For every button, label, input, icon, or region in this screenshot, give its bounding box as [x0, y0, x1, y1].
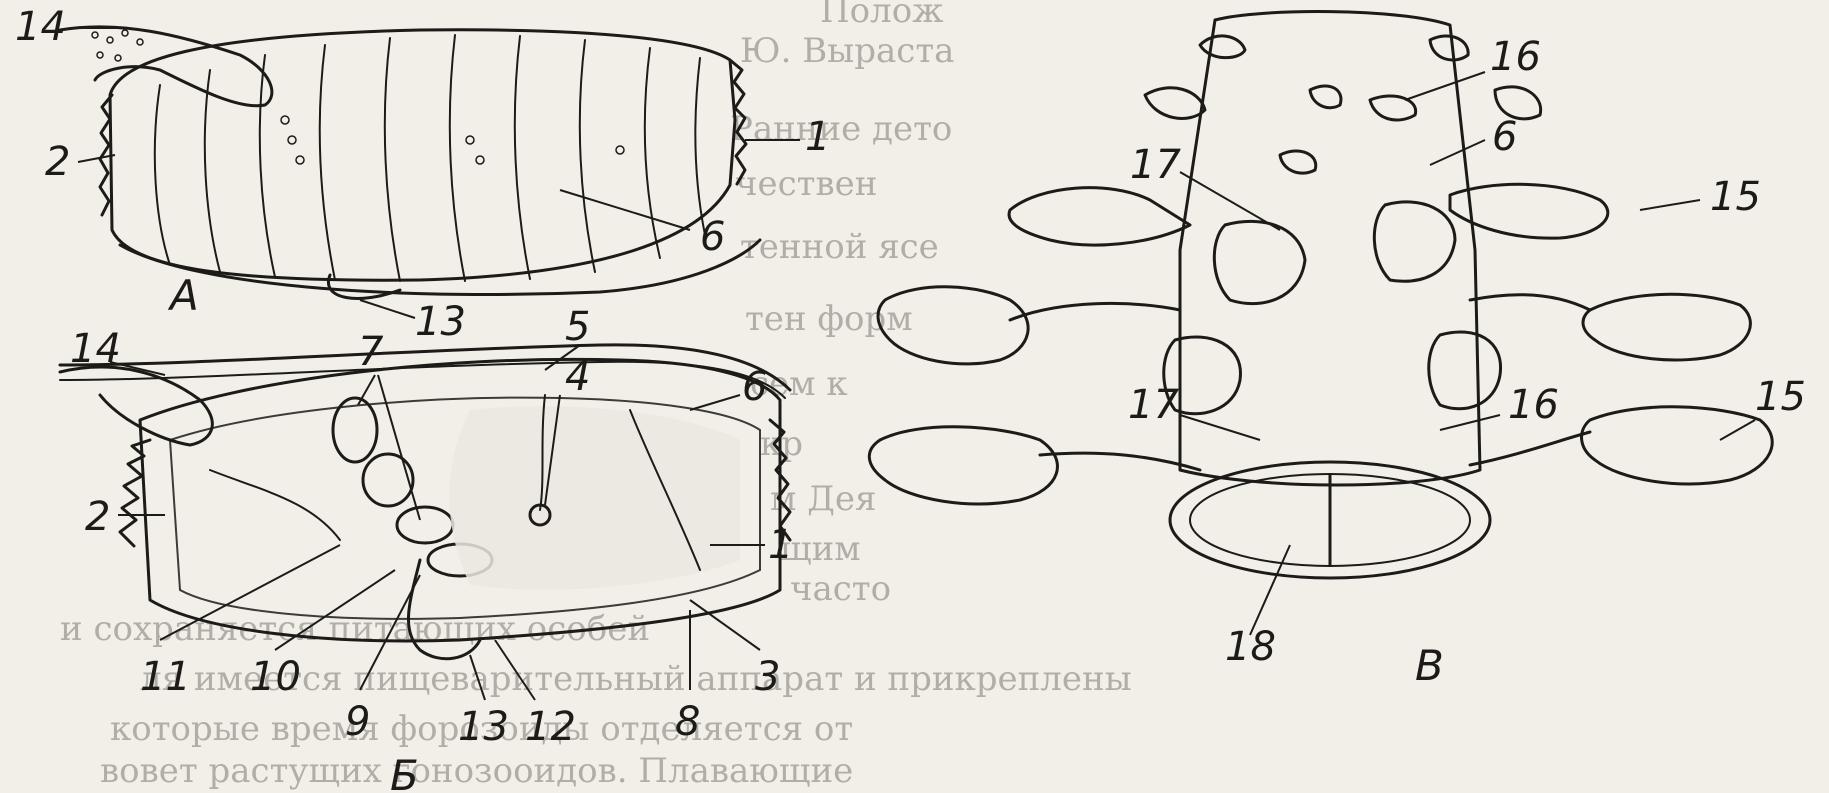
leader [1720, 420, 1755, 440]
label-13: 13 [415, 299, 466, 345]
label-16: 16 [1490, 34, 1541, 80]
label-17: 17 [1130, 142, 1181, 188]
label-17: 17 [1128, 382, 1179, 428]
bg-line: Полож [820, 0, 943, 31]
bg-line: чествен [735, 164, 877, 204]
panel-b-letter: Б [390, 751, 419, 793]
bg-line: тен форм [745, 299, 913, 339]
bg-line: Ранние дето [730, 109, 952, 149]
panel-a-pores [281, 116, 624, 164]
panel-a-envelope [120, 240, 760, 295]
panel-a-stolon-dots [92, 30, 143, 61]
label-7: 7 [358, 329, 384, 375]
label-6: 6 [1492, 114, 1517, 160]
bg-line: Ю. Выраста [740, 31, 954, 71]
label-15: 15 [1755, 374, 1806, 420]
leader [1180, 415, 1260, 440]
panel-a-body [110, 30, 735, 280]
panel-a-muscle-bands [155, 35, 705, 281]
leader [1440, 415, 1500, 430]
label-1: 1 [805, 114, 830, 160]
leader [1405, 72, 1485, 100]
leader [690, 395, 740, 410]
label-4: 4 [565, 354, 590, 400]
bg-line: тенной ясе [740, 227, 939, 267]
label-13: 13 [458, 704, 509, 750]
leader [1430, 140, 1485, 165]
panel-a-letter: А [167, 271, 199, 320]
leader [690, 600, 760, 650]
label-6: 6 [742, 364, 767, 410]
label-10: 10 [250, 654, 301, 700]
leader [1640, 200, 1700, 210]
panel-a-stolon [60, 27, 272, 106]
panel-c-labels: 16 6 17 15 17 16 15 18 В [1128, 34, 1806, 690]
label-11: 11 [140, 654, 191, 700]
label-15: 15 [1710, 174, 1761, 220]
leader [560, 190, 690, 230]
leader [358, 375, 375, 405]
label-12: 12 [525, 704, 576, 750]
panel-b-vessel [210, 470, 340, 540]
panel-c-appendages [869, 184, 1772, 504]
label-14: 14 [15, 4, 66, 50]
label-5: 5 [565, 304, 590, 350]
panel-b-organ [363, 454, 413, 506]
panel-c-segments [1164, 202, 1501, 414]
label-16: 16 [1508, 382, 1559, 428]
panel-b-organ [397, 507, 453, 543]
label-18: 18 [1225, 624, 1276, 670]
label-2: 2 [85, 494, 110, 540]
bg-line: часто [790, 569, 891, 609]
leader [1180, 172, 1280, 230]
panel-c-tubercles [1145, 36, 1541, 173]
label-14: 14 [70, 326, 121, 372]
label-9: 9 [345, 699, 370, 745]
label-1: 1 [768, 522, 793, 568]
panel-b-organ [333, 398, 377, 462]
bg-line: и сохраняется питающих особей [60, 609, 650, 649]
label-8: 8 [675, 699, 700, 745]
panel-c-letter: В [1415, 641, 1444, 690]
bg-line: вовет растущих гонозооидов. Плавающие [100, 751, 853, 791]
panel-c-drawing [869, 12, 1772, 635]
label-3: 3 [755, 654, 780, 700]
label-6: 6 [700, 214, 725, 260]
label-2: 2 [45, 139, 70, 185]
panel-c-stem [1180, 12, 1480, 485]
leader [360, 300, 415, 318]
leader [378, 375, 420, 520]
